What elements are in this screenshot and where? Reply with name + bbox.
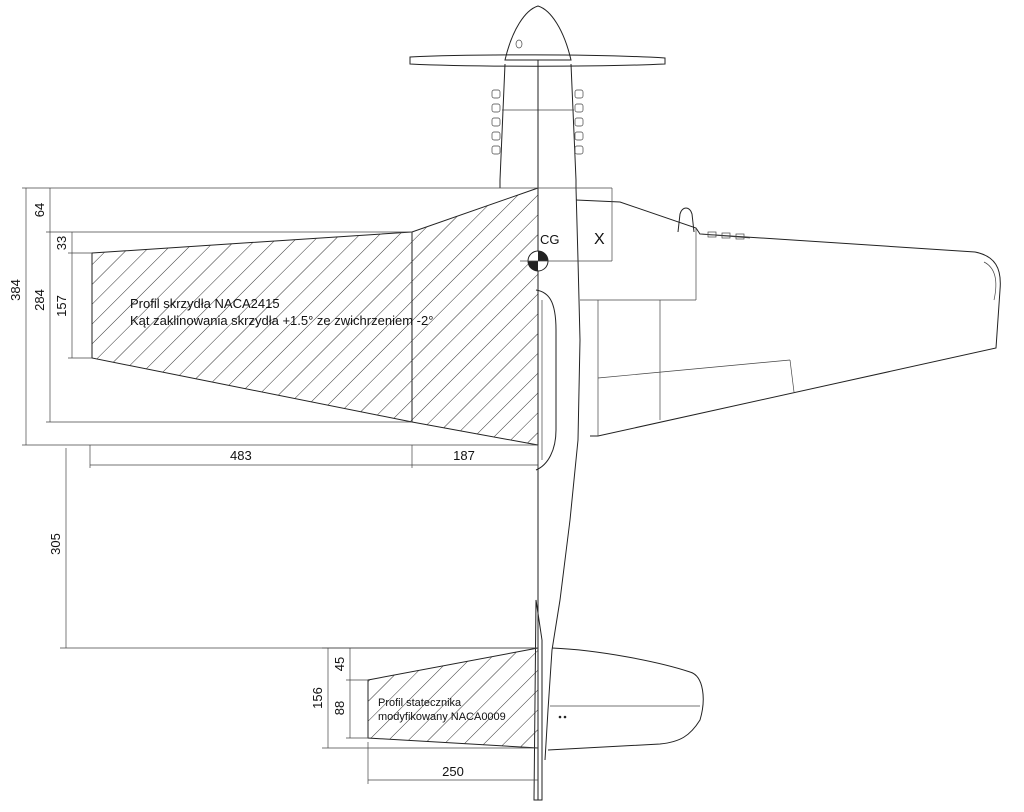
dim-root-le-offset: 64	[32, 203, 47, 217]
right-wing-outline	[575, 199, 1001, 437]
stab-airfoil-label-line1: Profil statecznika	[378, 697, 462, 709]
dim-tip-chord: 157	[54, 295, 69, 317]
dim-wing-outer-span: 483	[230, 448, 252, 463]
dim-tail-moment: 305	[48, 533, 63, 555]
cg-marker	[520, 187, 613, 272]
dim-tip-le-offset: 33	[54, 236, 69, 250]
tail-moment-dimension	[60, 448, 538, 649]
dim-stab-le-offset: 45	[332, 657, 347, 671]
wing-incidence-label: Kąt zaklinowania skrzydła +1.5° ze zwich…	[130, 313, 433, 328]
dim-wing-inner-span: 187	[453, 448, 475, 463]
cockpit-canopy	[677, 207, 695, 233]
dim-stab-span: 250	[442, 764, 464, 779]
spinner	[504, 5, 572, 61]
propeller-blade	[409, 54, 666, 67]
exhaust-stacks-left	[491, 89, 501, 155]
dim-tip-offset-total: 284	[32, 289, 47, 311]
rudder	[533, 599, 543, 801]
dim-stab-tip-chord: 88	[332, 701, 347, 715]
wing-panel-lines	[699, 231, 751, 240]
stab-dimension-lines	[322, 647, 538, 784]
fuselage-outline	[535, 60, 581, 800]
wing-airfoil-label: Profil skrzydła NACA2415	[130, 296, 280, 311]
stab-airfoil-label-line2: modyfikowany NACA0009	[378, 711, 506, 723]
wing-dimension-lines	[22, 187, 539, 468]
dim-root-chord-total: 384	[8, 279, 23, 301]
right-stabilizer-outline	[547, 647, 704, 751]
cg-label: CG	[540, 232, 560, 247]
cg-distance-mark: X	[594, 231, 605, 248]
dim-stab-root-chord: 156	[310, 687, 325, 709]
exhaust-stacks-right	[574, 89, 584, 155]
